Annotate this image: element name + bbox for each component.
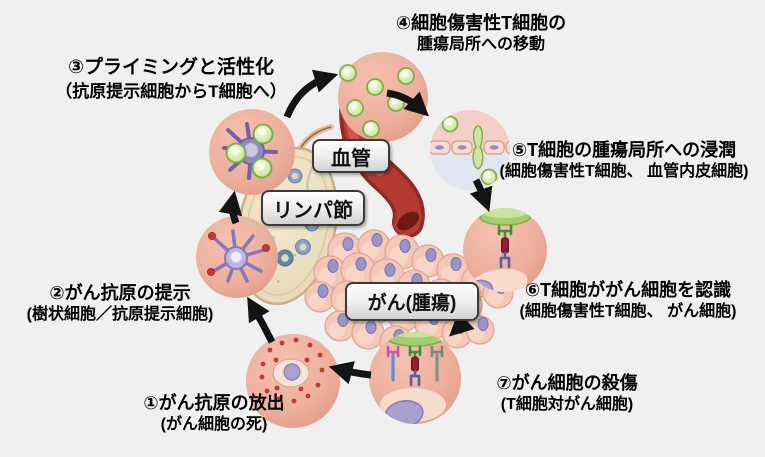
step-1-title: ①がん抗原の放出	[143, 393, 285, 413]
t-cell-squeezing-icon	[472, 125, 484, 170]
arrow-step3-to-step4	[283, 69, 339, 119]
step-7-subtitle: (T細胞対がん細胞)	[500, 396, 634, 414]
step-5-title: ⑤T細胞の腫瘍局所への浸潤	[511, 140, 737, 160]
step6-recognition-cell	[463, 208, 547, 292]
arrow-step4-to-step5	[386, 89, 429, 117]
step-2-subtitle: (樹状細胞／抗原提示細胞)	[26, 306, 214, 324]
step-3-title: ③プライミングと活性化	[67, 57, 275, 78]
step-4-subtitle: 腫瘍局所への移動	[416, 36, 545, 54]
step-5-subtitle: (細胞傷害性T細胞、 血管内皮細胞)	[499, 163, 749, 181]
step-1-caption: ①がん抗原の放出 (がん細胞の死)	[143, 392, 284, 436]
step4-migration-cell	[338, 52, 428, 142]
step-6-subtitle: (細胞傷害性T細胞、 がん細胞)	[519, 303, 737, 321]
step2-antigen-presentation-cell	[196, 216, 278, 298]
step-4-caption: ④細胞傷害性T細胞の 腫瘍局所への移動	[396, 12, 566, 56]
label-blood-vessel: 血管	[312, 139, 390, 173]
antigen-dots	[259, 337, 325, 404]
arrow-step2-to-step3	[218, 190, 243, 225]
step-6-title: ⑥T細胞ががん細胞を認識	[524, 280, 732, 300]
step-6-caption: ⑥T細胞ががん細胞を認識 (細胞傷害性T細胞、 がん細胞)	[520, 279, 737, 323]
step-3-subtitle: （抗原提示細胞からT細胞へ）	[55, 81, 287, 101]
step-5-caption: ⑤T細胞の腫瘍局所への浸潤 (細胞傷害性T細胞、 血管内皮細胞)	[500, 139, 749, 183]
tcr-mhc-receptor-icon	[497, 224, 513, 269]
arrow-step1-to-step2	[247, 296, 276, 344]
receptor-icons	[386, 345, 444, 387]
cell-nucleus	[283, 363, 301, 381]
step-4-title: ④細胞傷害性T細胞の	[395, 13, 567, 33]
t-cell-icons	[339, 64, 415, 138]
step-7-title: ⑦がん細胞の殺傷	[496, 373, 638, 393]
step1-antigen-release-cell	[246, 334, 340, 428]
label-tumor: がん(腫瘍)	[345, 282, 479, 321]
step3-priming-cell	[209, 109, 295, 195]
step-2-caption: ②がん抗原の提示 (樹状細胞／抗原提示細胞)	[27, 282, 214, 326]
arrow-step5-to-step6	[469, 178, 493, 212]
step-1-subtitle: (がん細胞の死)	[160, 416, 268, 434]
step-7-caption: ⑦がん細胞の殺傷 (T細胞対がん細胞)	[496, 372, 637, 416]
step-3-caption: ③プライミングと活性化 （抗原提示細胞からT細胞へ）	[55, 56, 286, 103]
label-lymph-node: リンパ節	[261, 190, 365, 226]
step-2-title: ②がん抗原の提示	[49, 283, 191, 303]
t-cell-icons	[225, 123, 274, 179]
endothelial-cells	[430, 140, 510, 155]
captured-antigen-dots	[206, 231, 270, 276]
arrow-step7-to-step1	[328, 361, 372, 385]
